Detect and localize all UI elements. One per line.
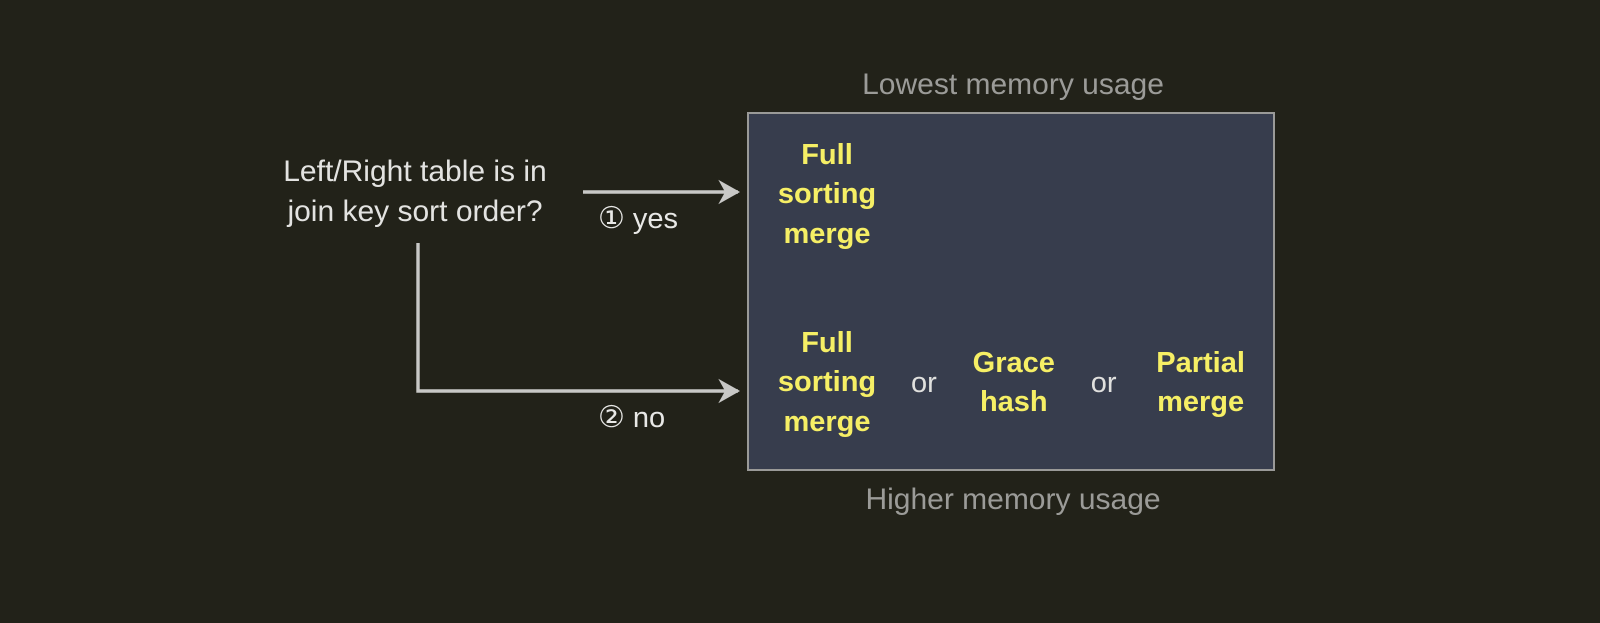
decision-question: Left/Right table is in join key sort ord…	[283, 155, 547, 228]
panel-caption-bottom: Higher memory usage	[865, 483, 1161, 516]
connector-no	[416, 243, 741, 404]
option-grace-hash: Grace hash	[972, 346, 1055, 419]
outcome-row-no: Full sorting merge or Grace hash or Part…	[749, 324, 1273, 442]
option-full-sorting-merge-bottom: Full sorting merge	[777, 327, 877, 438]
branch-marker-2: ②	[598, 401, 625, 434]
conjunction-or-2: or	[1090, 366, 1117, 399]
outcome-panel: Full sorting merge Full sorting merge or…	[747, 112, 1275, 471]
branch-text-1: yes	[632, 203, 679, 235]
branch-marker-1: ①	[598, 202, 625, 235]
branch-text-2: no	[632, 402, 666, 434]
outcome-row-yes: Full sorting merge	[749, 136, 1273, 254]
option-full-sorting-merge-top: Full sorting merge	[777, 139, 877, 250]
option-partial-merge: Partial merge	[1156, 346, 1245, 419]
panel-caption-top: Lowest memory usage	[862, 68, 1164, 101]
conjunction-or-1: or	[911, 366, 937, 399]
